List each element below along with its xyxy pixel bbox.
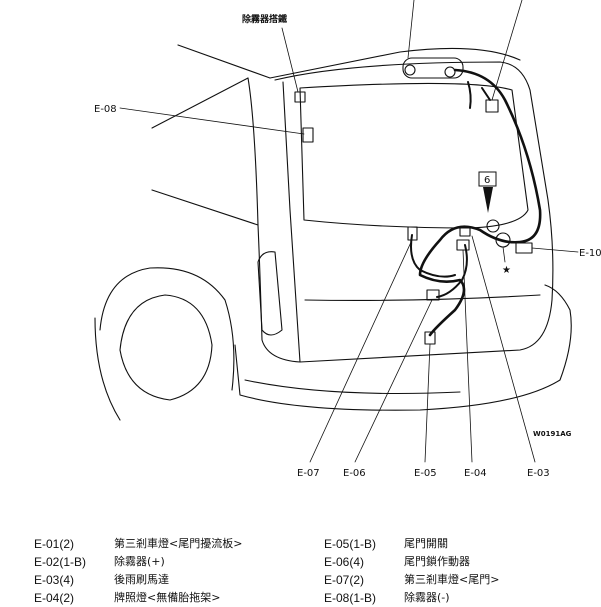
vehicle-roof-line bbox=[177, 44, 271, 79]
star-mark: ★ bbox=[502, 265, 511, 276]
legend-code: E-03(4) bbox=[34, 573, 75, 587]
vehicle-tail-lamp bbox=[257, 251, 283, 336]
connector-e07 bbox=[407, 226, 418, 241]
high-mount-lamp bbox=[402, 57, 464, 79]
legend-desc: 除霧器(+) bbox=[114, 555, 165, 568]
callout-e10: E-10 bbox=[579, 248, 601, 259]
legend-code: E-06(4) bbox=[324, 555, 365, 569]
wiring-harness bbox=[418, 68, 542, 337]
leader-e03 bbox=[471, 235, 536, 463]
callout-e05: E-05 bbox=[414, 468, 437, 479]
legend-desc: 尾門開關 bbox=[404, 537, 448, 550]
leader-e07 bbox=[309, 239, 413, 463]
leader-top-e02 bbox=[491, 0, 523, 101]
callout-e06: E-06 bbox=[343, 468, 366, 479]
step-number-box bbox=[478, 171, 497, 187]
vehicle-tailgate-top bbox=[274, 61, 531, 91]
legend-code: E-07(2) bbox=[324, 573, 365, 587]
connector-legend: E-01(2) 第三剎車燈<尾門擾流板> E-02(1-B) 除霧器(+) E-… bbox=[0, 530, 601, 606]
connector-ground bbox=[294, 91, 306, 103]
vehicle-bumper bbox=[234, 284, 572, 411]
figure-code: W0191AG bbox=[533, 430, 572, 438]
vehicle-lower-panel bbox=[304, 294, 541, 301]
wiring-branch-left bbox=[410, 234, 456, 278]
vehicle-roof-edge bbox=[269, 47, 521, 79]
vehicle-wheel-arch bbox=[99, 267, 235, 391]
wiring-e02 bbox=[481, 87, 491, 101]
connector-e02 bbox=[485, 99, 499, 113]
wiper-motor bbox=[486, 219, 500, 233]
legend-desc: 第三剎車燈<尾門> bbox=[404, 573, 500, 586]
vehicle-rear-window bbox=[299, 82, 529, 229]
leader-e10 bbox=[531, 247, 579, 253]
vehicle-wheel bbox=[119, 294, 213, 401]
connector-e10 bbox=[515, 242, 533, 254]
legend-desc: 第三剎車燈<尾門擾流板> bbox=[114, 537, 243, 550]
leader-e08 bbox=[119, 107, 305, 135]
leader-top-label bbox=[281, 27, 299, 93]
lamp-connector-left bbox=[404, 64, 416, 76]
wiring-ground bbox=[467, 81, 472, 109]
leader-e05 bbox=[424, 343, 431, 463]
legend-code: E-04(2) bbox=[34, 591, 75, 605]
connector-e06 bbox=[426, 289, 440, 301]
vehicle-lower-body bbox=[94, 317, 121, 421]
vehicle-tailgate-outline bbox=[282, 81, 554, 363]
leader-star bbox=[502, 246, 506, 263]
callout-e07: E-07 bbox=[297, 468, 320, 479]
legend-desc: 牌照燈<無備胎拖架> bbox=[114, 591, 221, 604]
legend-code: E-08(1-B) bbox=[324, 591, 377, 605]
vehicle-side-lower-line bbox=[151, 189, 259, 226]
legend-code: E-05(1-B) bbox=[324, 537, 377, 551]
connector-e04 bbox=[456, 239, 470, 251]
legend-code: E-02(1-B) bbox=[34, 555, 87, 569]
leader-e04 bbox=[462, 249, 473, 463]
vehicle-side-line bbox=[151, 77, 249, 129]
wiring-branch-e04 bbox=[436, 244, 468, 298]
label-defogger-ground: 除霧器搭鐵 bbox=[242, 13, 287, 25]
wiring-diagram: 除霧器搭鐵 6 E-08 E-10 E-07 E-06 E-05 E-04 E-… bbox=[94, 0, 601, 479]
connector-e08 bbox=[302, 127, 314, 143]
legend-desc: 除霧器(-) bbox=[404, 591, 450, 604]
vehicle-body-rear bbox=[247, 77, 301, 363]
lamp-connector-right bbox=[444, 66, 456, 78]
callout-e04: E-04 bbox=[464, 468, 487, 479]
legend-desc: 尾門鎖作動器 bbox=[404, 555, 470, 568]
step-number: 6 bbox=[484, 175, 490, 186]
legend-desc: 後雨刷馬達 bbox=[114, 573, 169, 586]
connector-e04b bbox=[459, 227, 471, 237]
leader-e06 bbox=[354, 299, 433, 463]
vehicle-bumper-lower bbox=[244, 379, 461, 395]
step-pointer-arrow bbox=[483, 187, 493, 213]
callout-e08: E-08 bbox=[94, 104, 117, 115]
leader-top-e01 bbox=[407, 0, 415, 59]
legend-code: E-01(2) bbox=[34, 537, 75, 551]
callout-e03: E-03 bbox=[527, 468, 550, 479]
